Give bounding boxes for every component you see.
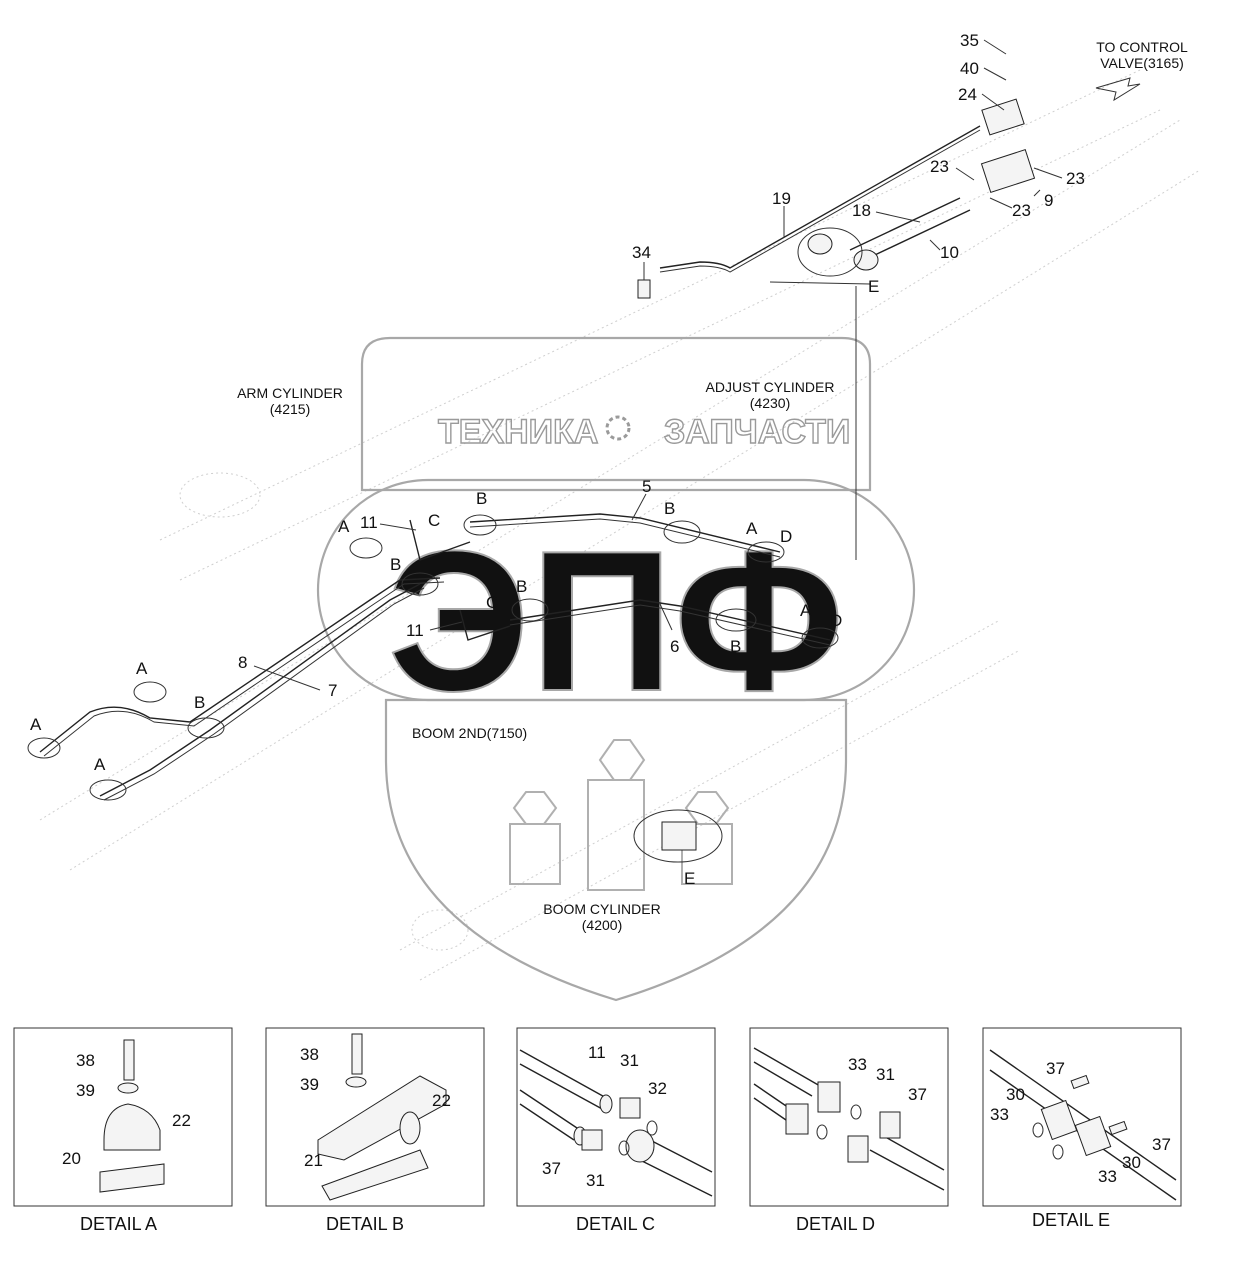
callout-23: 23 — [930, 157, 949, 176]
callout-d: D — [780, 527, 792, 546]
detail-b-label: 21 — [304, 1151, 323, 1170]
callout-7: 7 — [328, 681, 337, 700]
callout-35: 35 — [960, 31, 979, 50]
detail-e-label: 30 — [1006, 1085, 1025, 1104]
detail-b-title: DETAIL B — [326, 1214, 404, 1234]
callout-e-top: E — [868, 277, 879, 296]
callout-b: B — [476, 489, 487, 508]
callout-d: D — [830, 611, 842, 630]
detail-e-label: 33 — [1098, 1167, 1117, 1186]
caption-to-control-valve: VALVE(3165) — [1100, 55, 1184, 71]
detail-b: 38 39 22 21 DETAIL B — [265, 1027, 485, 1234]
callout-6: 6 — [670, 637, 679, 656]
detail-c-title: DETAIL C — [576, 1214, 655, 1234]
callout-b: B — [516, 577, 527, 596]
callout-a: A — [30, 715, 42, 734]
callout-10: 10 — [940, 243, 959, 262]
watermark-emblem: ЭПФ — [388, 510, 845, 733]
detail-d-label: 37 — [908, 1085, 927, 1104]
callout-a: A — [746, 519, 758, 538]
callout-a: A — [136, 659, 148, 678]
detail-e-label: 33 — [990, 1105, 1009, 1124]
fittings — [27, 98, 1036, 863]
detail-a-label: 22 — [172, 1111, 191, 1130]
callout-c: C — [486, 593, 498, 612]
callout-a: A — [338, 517, 350, 536]
detail-b-label: 38 — [300, 1045, 319, 1064]
watermark-text-left: ТЕХНИКА — [438, 413, 598, 451]
pipe-5 — [469, 513, 781, 558]
caption-arm-cylinder-code: (4215) — [270, 401, 310, 417]
caption-adjust-cylinder: ADJUST CYLINDER — [706, 379, 835, 395]
detail-e-label: 37 — [1046, 1059, 1065, 1078]
detail-c-label: 31 — [620, 1051, 639, 1070]
detail-e-label: 30 — [1122, 1153, 1141, 1172]
detail-b-label: 22 — [432, 1091, 451, 1110]
detail-d: 33 31 37 DETAIL D — [749, 1027, 949, 1234]
detail-c-label: 31 — [586, 1171, 605, 1190]
caption-to-control: TO CONTROL — [1096, 39, 1188, 55]
detail-d-title: DETAIL D — [796, 1214, 875, 1234]
callout-19: 19 — [772, 189, 791, 208]
detail-a-title: DETAIL A — [80, 1214, 157, 1234]
callout-18: 18 — [852, 201, 871, 220]
pipe-19 — [659, 125, 981, 273]
callout-a: A — [800, 601, 812, 620]
leader-lines — [253, 39, 1063, 691]
caption-boom-cylinder-code: (4200) — [582, 917, 622, 933]
detail-d-label: 31 — [876, 1065, 895, 1084]
callout-b: B — [664, 499, 675, 518]
detail-e-title: DETAIL E — [1032, 1210, 1110, 1230]
caption-adjust-cylinder-code: (4230) — [750, 395, 790, 411]
detail-a-label: 38 — [76, 1051, 95, 1070]
detail-e-label: 37 — [1152, 1135, 1171, 1154]
callout-5: 5 — [642, 477, 651, 496]
bolt-icon — [509, 739, 733, 891]
detail-c-label: 37 — [542, 1159, 561, 1178]
detail-d-label: 33 — [848, 1055, 867, 1074]
callout-e-bottom: E — [684, 869, 695, 888]
captions: TO CONTROL VALVE(3165) ARM CYLINDER (421… — [237, 39, 1188, 933]
callout-9: 9 — [1044, 191, 1053, 210]
caption-arm-cylinder: ARM CYLINDER — [237, 385, 343, 401]
gear-icon — [605, 415, 631, 441]
caption-boom-2nd: BOOM 2ND(7150) — [412, 725, 527, 741]
callout-8: 8 — [238, 653, 247, 672]
pipes-18-10 — [849, 197, 971, 263]
pipes-11 — [409, 519, 511, 641]
detail-b-label: 39 — [300, 1075, 319, 1094]
callout-11: 11 — [360, 513, 378, 532]
callout-labels: 35 40 24 23 23 23 9 19 18 10 34 E 5 B B … — [30, 31, 1085, 888]
detail-a-label: 20 — [62, 1149, 81, 1168]
detail-a-label: 39 — [76, 1081, 95, 1100]
detail-a: 38 39 22 20 DETAIL A — [13, 1027, 233, 1234]
callout-b: B — [730, 637, 741, 656]
detail-c-label: 11 — [588, 1043, 606, 1062]
callout-b: B — [390, 555, 401, 574]
callout-23: 23 — [1066, 169, 1085, 188]
callout-b: B — [194, 693, 205, 712]
detail-e: 37 30 33 37 33 30 DETAIL E — [982, 1027, 1182, 1230]
callout-23: 23 — [1012, 201, 1031, 220]
watermark-logo: ТЕХНИКА ЗАПЧАСТИ ЭПФ — [316, 336, 916, 1002]
callout-34: 34 — [632, 243, 651, 262]
detail-c: 11 31 32 37 31 DETAIL C — [516, 1027, 716, 1234]
watermark-text-right: ЗАПЧАСТИ — [664, 413, 850, 451]
callout-24: 24 — [958, 85, 977, 104]
callout-11: 11 — [406, 621, 424, 640]
caption-boom-cylinder: BOOM CYLINDER — [543, 901, 660, 917]
pipes-7-8 — [39, 577, 445, 801]
callout-40: 40 — [960, 59, 979, 78]
callout-c: C — [428, 511, 440, 530]
detail-c-label: 32 — [648, 1079, 667, 1098]
callout-a: A — [94, 755, 106, 774]
